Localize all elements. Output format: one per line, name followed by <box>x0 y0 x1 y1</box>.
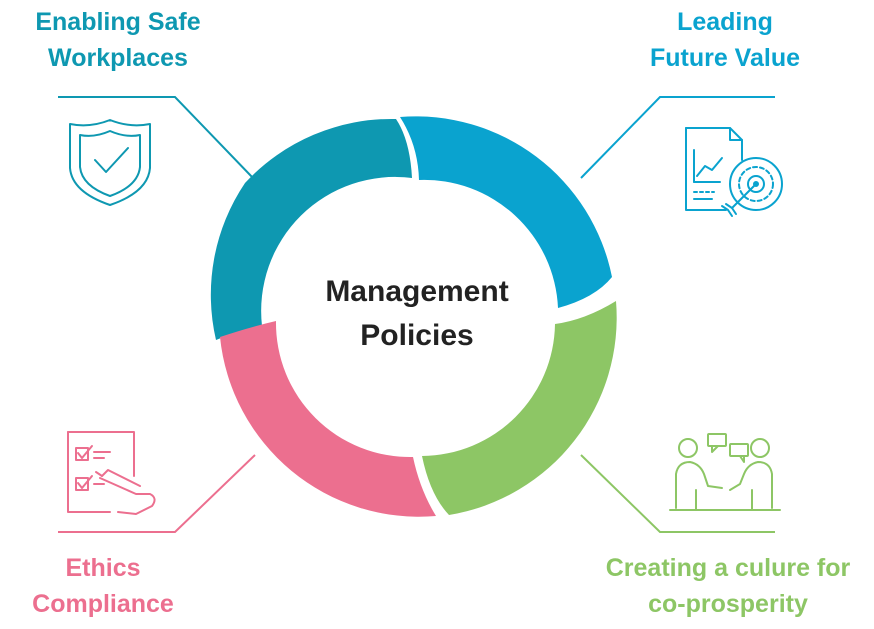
center-title: Management Policies <box>287 270 547 358</box>
ring-segment-top-left <box>210 118 412 340</box>
label-line-2: Workplaces <box>48 44 188 72</box>
ring-segment-bottom-right <box>422 301 617 515</box>
label-line-2: co-prosperity <box>648 590 808 618</box>
connector-line-top-left <box>58 96 254 179</box>
label-line-2: Future Value <box>649 44 801 72</box>
label-line-1: Enabling Safe <box>35 8 201 36</box>
checklist-signing-icon <box>67 431 156 515</box>
connector-line-bottom-right <box>580 454 775 533</box>
ring-segment-top-right <box>400 116 612 308</box>
center-title-line-1: Management <box>325 275 509 308</box>
label-line-2: Compliance <box>32 590 174 618</box>
connector-line-top-right <box>580 96 775 179</box>
center-disc <box>283 183 551 451</box>
label-co-prosperity: Creating a culure for co-prosperity <box>582 550 874 622</box>
people-discussion-icon <box>669 433 781 511</box>
chart-target-icon <box>685 127 783 217</box>
center-title-line-2: Policies <box>360 319 474 352</box>
label-line-1: Leading <box>677 8 773 36</box>
ring-segment-bottom-left <box>220 321 436 517</box>
label-enabling-safe-workplaces: Enabling Safe Workplaces <box>0 4 236 76</box>
shield-check-icon <box>69 119 151 206</box>
label-line-1: Creating a culure for <box>605 554 851 582</box>
label-line-1: Ethics <box>65 554 141 582</box>
label-leading-future-value: Leading Future Value <box>610 4 840 76</box>
label-ethics-compliance: Ethics Compliance <box>0 550 206 622</box>
connector-line-bottom-left <box>58 454 256 533</box>
